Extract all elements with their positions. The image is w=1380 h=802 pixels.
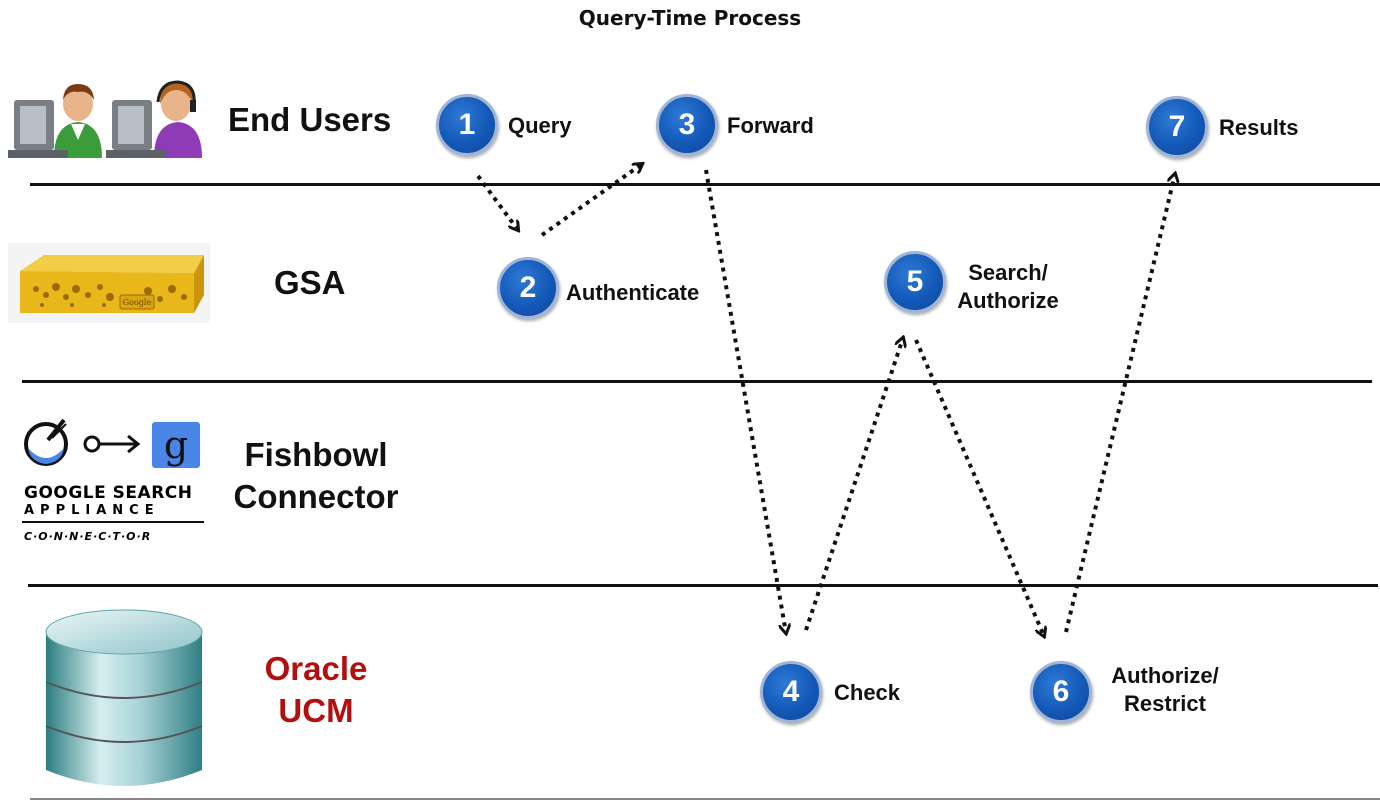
step-6-badge: 6	[1030, 661, 1092, 723]
connector-logo: g GOOGLE SEARCH APPLIANCE C·O·N·N·E·C·T·…	[22, 418, 204, 543]
step-2-label: Authenticate	[566, 280, 700, 305]
step-7-label: Results	[1219, 115, 1299, 140]
arrow-2-to-3	[540, 164, 642, 237]
google-g-icon: g	[152, 422, 200, 468]
arrow-5-to-6	[914, 339, 1044, 636]
database-icon	[45, 609, 203, 786]
svg-text:APPLIANCE: APPLIANCE	[24, 503, 160, 518]
svg-text:GOOGLE SEARCH: GOOGLE SEARCH	[24, 483, 192, 503]
arrow-6-to-7	[1064, 174, 1175, 633]
arrow-connector-icon	[83, 434, 141, 454]
lane-label-gsa: GSA	[274, 264, 346, 301]
end-users-icons	[8, 80, 202, 158]
step-3-badge: 3	[656, 94, 718, 156]
step-1-badge: 1	[436, 94, 498, 156]
support-agent-at-computer-icon	[106, 80, 202, 158]
arrow-3-to-4	[704, 169, 786, 633]
lane-divider-2	[22, 380, 1372, 383]
step-5-badge: 5	[884, 251, 946, 313]
svg-text:g: g	[164, 423, 188, 467]
arrow-4-to-5	[804, 338, 903, 631]
arrow-1-to-2	[476, 174, 518, 230]
diagram-title: Query-Time Process	[578, 6, 802, 30]
fishbowl-icon	[24, 418, 68, 466]
lane-divider-3	[28, 584, 1378, 587]
user-at-computer-icon	[8, 84, 102, 158]
step-6-label: Authorize/ Restrict	[1111, 663, 1219, 716]
bottom-rule	[30, 798, 1380, 800]
step-7-badge: 7	[1146, 96, 1208, 158]
search-appliance-device-icon: Google	[8, 243, 210, 323]
step-2-badge: 2	[497, 257, 559, 319]
lane-label-oracle-ucm: Oracle UCM	[264, 650, 368, 729]
step-4-label: Check	[834, 680, 901, 705]
step-1-label: Query	[508, 113, 572, 138]
lane-label-fishbowl-connector: Fishbowl Connector	[233, 436, 399, 515]
step-4-badge: 4	[760, 661, 822, 723]
step-5-label: Search/ Authorize	[957, 260, 1059, 313]
svg-text:C·O·N·N·E·C·T·O·R: C·O·N·N·E·C·T·O·R	[24, 530, 151, 543]
lane-divider-1	[30, 183, 1380, 186]
lane-label-end-users: End Users	[228, 101, 392, 138]
svg-text:Google: Google	[123, 298, 152, 307]
step-3-label: Forward	[727, 113, 814, 138]
